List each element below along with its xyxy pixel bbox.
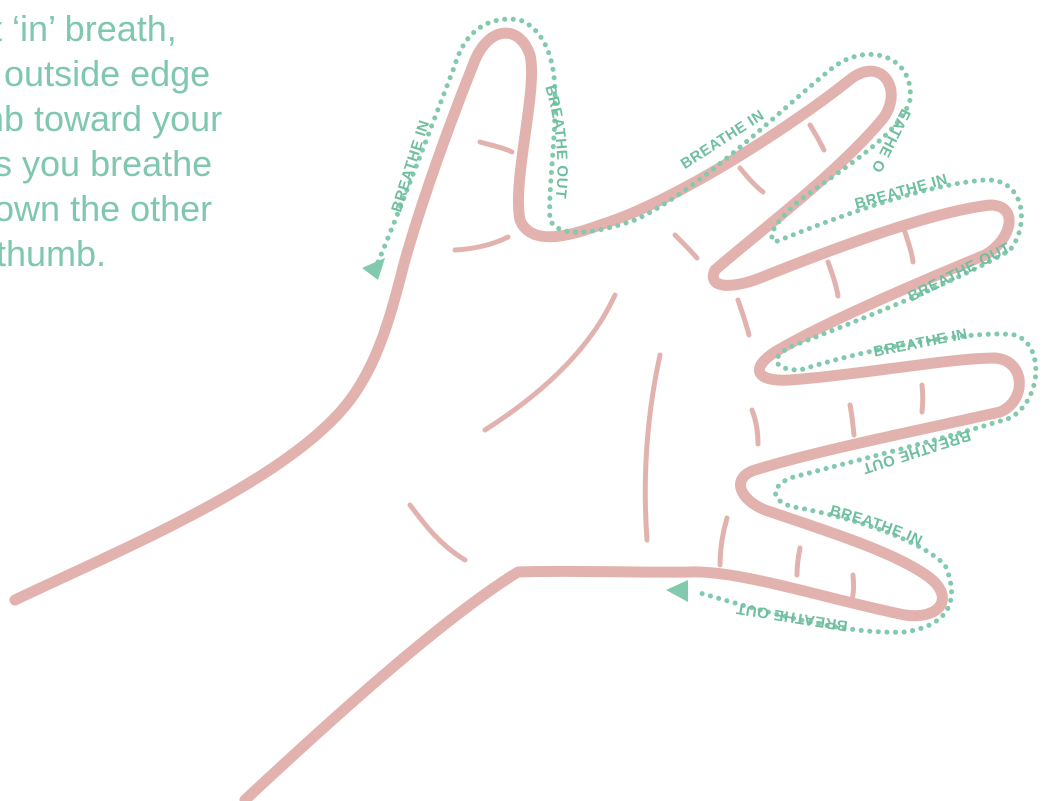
palm-line-life: [645, 355, 660, 540]
hand-outline: [15, 33, 1019, 800]
palm-line-wrist: [410, 505, 465, 560]
crease-ring-top: [922, 385, 923, 412]
cue-pinky-breathe-out: BREATHE OUT: [735, 600, 849, 635]
crease-pinky-mid: [797, 548, 800, 575]
cue-index-breathe-out: BREATHE OUT: [0, 0, 914, 175]
breathing-start-arrow: [362, 258, 385, 280]
cue-middle-breathe-in: BREATHE IN: [853, 171, 950, 213]
crease-index-top: [810, 125, 824, 150]
crease-middle-mid: [828, 262, 838, 296]
crease-index-mid: [740, 168, 763, 192]
crease-pinky-base: [720, 518, 727, 565]
crease-ring-base: [752, 410, 758, 444]
crease-thumb-base: [455, 237, 508, 250]
crease-middle-top: [905, 232, 913, 262]
crease-thumb-top: [480, 142, 512, 152]
crease-ring-mid: [850, 405, 854, 435]
cue-middle-breathe-out: BREATHE OUT: [905, 239, 1013, 305]
cue-thumb-breathe-out: BREATHE OUT: [541, 83, 570, 200]
breathing-end-arrow: [666, 580, 688, 602]
cue-text: BREATHE OUT: [541, 83, 570, 200]
cue-text: BREATHE OUT: [735, 600, 849, 635]
cue-text: BREATHE OUT: [905, 239, 1013, 305]
crease-pinky-top: [852, 575, 854, 600]
cue-pinky-breathe-in: BREATHE IN: [828, 502, 925, 550]
palm-line-heart: [485, 295, 615, 430]
cue-text: BREATHE IN: [853, 171, 950, 213]
cue-text: BREATHE OUT: [0, 0, 914, 175]
breathing-guide-path: [378, 19, 1036, 632]
cue-text: BREATHE IN: [828, 502, 925, 550]
crease-index-base: [675, 235, 697, 258]
crease-middle-base: [738, 300, 749, 335]
